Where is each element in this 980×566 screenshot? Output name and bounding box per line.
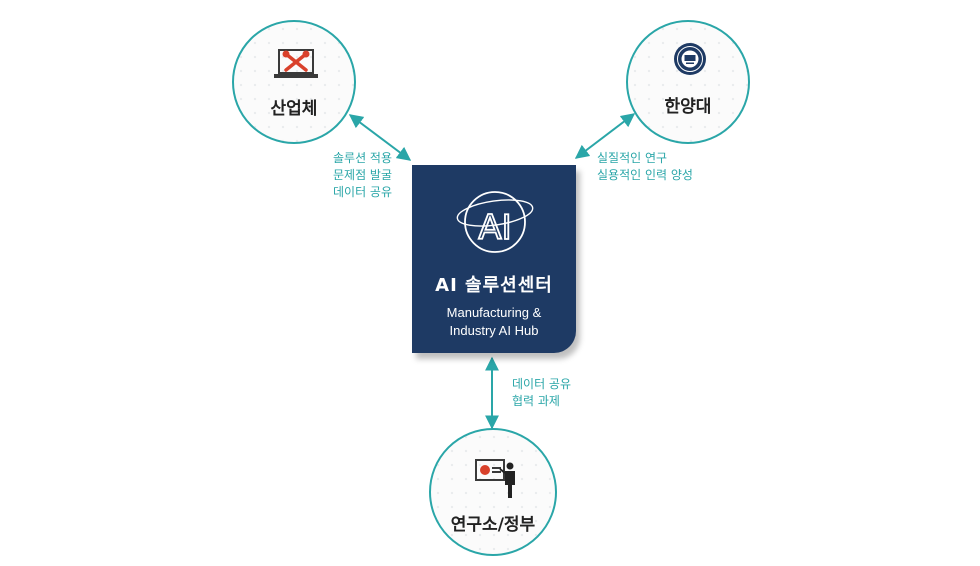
node-university-label: 한양대 [664,97,712,117]
hub-box: AI AI 솔루션센터 Manufacturing & Industry AI … [412,165,576,353]
note-research-line: 협력 과제 [512,394,560,408]
note-university-line: 실질적인 연구 [597,151,668,165]
arrow-university-hub [574,113,636,159]
ai-logo-text: AI [478,208,511,248]
note-industry-line: 문제점 발굴 [332,168,392,182]
ai-logo-icon: AI [456,191,534,253]
note-industry-line: 데이터 공유 [332,185,392,199]
note-university: 실질적인 연구 실용적인 인력 양성 [597,150,693,184]
hub-subtitle-line1: Manufacturing & [446,305,542,320]
arrow-industry-hub [348,114,412,161]
node-research-label: 연구소/정부 [450,515,536,535]
note-research-line: 데이터 공유 [512,377,572,391]
hub-title: AI 솔루션센터 [435,275,553,296]
node-university: 한양대 [626,20,750,144]
node-industry-label: 산업체 [270,99,318,119]
presentation-icon [475,459,515,498]
note-industry-line: 솔루션 적용 [332,151,392,165]
node-industry: 산업체 [232,20,356,144]
note-research: 데이터 공유 협력 과제 [512,376,571,410]
note-university-line: 실용적인 인력 양성 [597,168,693,182]
hub-subtitle-line2: Industry AI Hub [449,323,539,338]
note-industry: 솔루션 적용 문제점 발굴 데이터 공유 [306,150,392,201]
tools-laptop-icon [274,49,318,78]
node-research: 연구소/정부 [429,428,557,556]
university-seal-icon [674,43,706,75]
